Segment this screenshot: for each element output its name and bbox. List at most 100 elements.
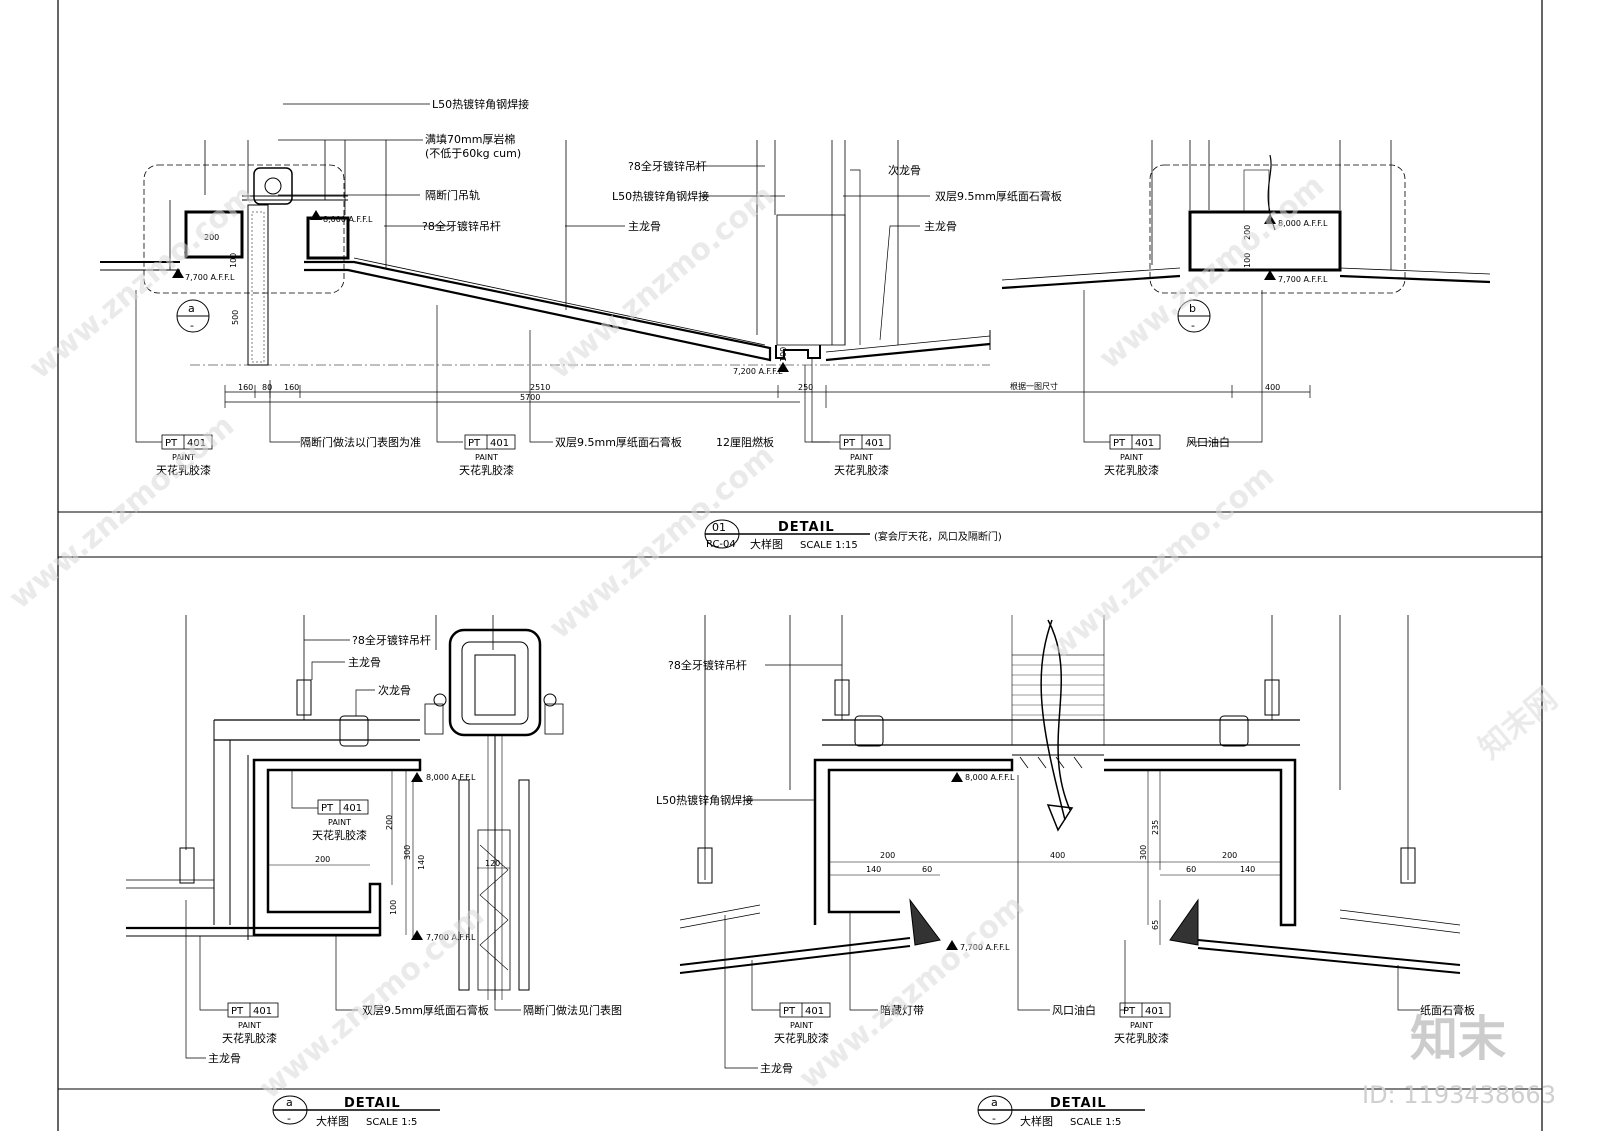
- label-gypsum-double-2: 双层9.5mm厚纸面石膏板: [555, 435, 682, 449]
- label-rockwool: 满填70mm厚岩棉: [425, 132, 515, 146]
- paint-tag: PT 401 PAINT 天花乳胶漆: [156, 434, 213, 477]
- a2-label-rod: ?8全牙镀锌吊杆: [668, 658, 747, 672]
- paint-tag: PT 401 PAINT 天花乳胶漆: [1114, 1002, 1171, 1045]
- a2-paint-tags: PT 401 PAINT 天花乳胶漆 PT 401 PAINT 天花乳胶漆: [774, 1002, 1171, 1045]
- svg-text:PT: PT: [231, 1006, 244, 1017]
- a1-dim-140: 140: [417, 855, 426, 870]
- label-rod: ?8全牙镀锌吊杆: [422, 219, 501, 233]
- watermark-brand: 知末网: [1473, 681, 1564, 766]
- label-main-keel-2: 主龙骨: [924, 220, 957, 233]
- a1-title-block: a - DETAIL 大样图 SCALE 1:5: [272, 1095, 440, 1128]
- a2-label-main-keel: 主龙骨: [760, 1062, 793, 1075]
- paint-tag: PT 401 PAINT 天花乳胶漆: [459, 434, 516, 477]
- level-8000: 8,000 A.F.F.L: [323, 215, 373, 224]
- watermarks: www.znzmo.com www.znzmo.com www.znzmo.co…: [3, 168, 1564, 1106]
- a1-level-7700: 7,700 A.F.F.L: [426, 933, 476, 942]
- a1-scale: SCALE 1:5: [366, 1117, 417, 1128]
- dim-500: 500: [231, 310, 240, 325]
- top-section-geometry: [100, 103, 1491, 443]
- a2-tag-dash: -: [992, 1112, 996, 1125]
- a1-subtitle: 大样图: [316, 1114, 349, 1128]
- a2-dim-200b: 200: [1222, 851, 1237, 860]
- detail-subtitle: 大样图: [750, 537, 783, 551]
- callout-a-dash: -: [190, 319, 194, 332]
- svg-text:PAINT: PAINT: [1130, 1021, 1153, 1030]
- svg-text:401: 401: [187, 438, 206, 449]
- detail-a2-geometry: [679, 615, 1461, 1069]
- level-7200: 7,200 A.F.F.L: [733, 367, 783, 376]
- detail-a1-geometry: [126, 615, 564, 1059]
- top-title-block: 01 RC-04 DETAIL 大样图 SCALE 1:15 (宴会厅天花，风口…: [704, 519, 1002, 551]
- svg-text:PAINT: PAINT: [475, 453, 498, 462]
- a2-dim-60a: 60: [922, 865, 932, 874]
- a2-dim-200a: 200: [880, 851, 895, 860]
- label-secondary-keel: 次龙骨: [888, 163, 921, 177]
- dim-200: 200: [204, 233, 219, 242]
- a1-tag: a: [286, 1096, 293, 1109]
- a1-dim-200: 200: [385, 815, 394, 830]
- a1-dim-100: 100: [389, 900, 398, 915]
- svg-text:PT: PT: [1123, 1006, 1136, 1017]
- svg-text:PT: PT: [1113, 438, 1126, 449]
- svg-text:401: 401: [1145, 1006, 1164, 1017]
- label-l50-weld-2: L50热镀锌角钢焊接: [612, 189, 709, 203]
- a1-dim-120: 120: [485, 859, 500, 868]
- a1-label-gypsum: 双层9.5mm厚纸面石膏板: [362, 1003, 489, 1017]
- a2-tag: a: [991, 1096, 998, 1109]
- dim-200b: 200: [1243, 225, 1252, 240]
- detail-title: DETAIL: [778, 520, 835, 535]
- callout-b: b: [1189, 302, 1196, 315]
- a2-dim-400: 400: [1050, 851, 1065, 860]
- paint-tag: PT 401 PAINT 天花乳胶漆: [312, 799, 369, 842]
- watermark-logo-block: 知末 ID: 1193438663: [1362, 1011, 1556, 1109]
- svg-text:PAINT: PAINT: [1120, 453, 1143, 462]
- a1-label-main-keel-bottom: 主龙骨: [208, 1052, 241, 1065]
- a2-dim-235: 235: [1151, 820, 1160, 835]
- a2-dim-140b: 140: [1240, 865, 1255, 874]
- label-l50-weld: L50热镀锌角钢焊接: [432, 97, 529, 111]
- label-main-keel: 主龙骨: [628, 220, 661, 233]
- svg-text:PT: PT: [321, 803, 334, 814]
- a1-label-door-note: 隔断门做法见门表图: [523, 1003, 622, 1017]
- detail-tag-number: 01: [712, 521, 726, 534]
- a2-scale: SCALE 1:5: [1070, 1117, 1121, 1128]
- dim-250: 250: [798, 383, 813, 392]
- a1-dim-300: 300: [403, 845, 412, 860]
- dim-2510: 2510: [530, 383, 550, 392]
- svg-text:PAINT: PAINT: [238, 1021, 261, 1030]
- label-gypsum-double: 双层9.5mm厚纸面石膏板: [935, 189, 1062, 203]
- a1-label-main-keel: 主龙骨: [348, 656, 381, 669]
- a2-level-8000: 8,000 A.F.F.L: [965, 773, 1015, 782]
- svg-text:PT: PT: [165, 438, 178, 449]
- dim-100b: 100: [779, 347, 788, 362]
- watermark-text: www.znzmo.com: [253, 898, 491, 1106]
- svg-text:PAINT: PAINT: [328, 818, 351, 827]
- level-8000-b: 8,000 A.F.F.L: [1278, 219, 1328, 228]
- detail-a2-labels: ?8全牙镀锌吊杆 L50热镀锌角钢焊接 暗藏灯带 风口油白 纸面石膏板 主龙骨 …: [656, 658, 1475, 1075]
- paint-tag: PT 401 PAINT 天花乳胶漆: [834, 434, 891, 477]
- a2-label-hidden-light: 暗藏灯带: [880, 1003, 924, 1017]
- label-door-track: 隔断门吊轨: [425, 188, 480, 202]
- svg-text:401: 401: [490, 438, 509, 449]
- a1-tag-dash: -: [287, 1112, 291, 1125]
- a2-label-gypsum: 纸面石膏板: [1420, 1003, 1475, 1017]
- svg-text:PT: PT: [468, 438, 481, 449]
- svg-text:PAINT: PAINT: [850, 453, 873, 462]
- a2-dim-60b: 60: [1186, 865, 1196, 874]
- a1-label-secondary-keel: 次龙骨: [378, 683, 411, 697]
- svg-text:401: 401: [865, 438, 884, 449]
- watermark-text: www.znzmo.com: [1093, 168, 1331, 376]
- svg-text:天花乳胶漆: 天花乳胶漆: [1114, 1031, 1169, 1045]
- dim-100: 100: [229, 253, 238, 268]
- svg-text:PAINT: PAINT: [790, 1021, 813, 1030]
- watermark-logo: 知末: [1410, 1011, 1506, 1067]
- paint-tag: PT 401 PAINT 天花乳胶漆: [774, 1002, 831, 1045]
- svg-text:401: 401: [805, 1006, 824, 1017]
- svg-text:PT: PT: [783, 1006, 796, 1017]
- level-7700-b: 7,700 A.F.F.L: [1278, 275, 1328, 284]
- detail-a1-labels: ?8全牙镀锌吊杆 主龙骨 次龙骨 双层9.5mm厚纸面石膏板 隔断门做法见门表图…: [208, 633, 622, 1065]
- label-rockwool-spec: (不低于60kg cum): [425, 147, 521, 160]
- a2-subtitle: 大样图: [1020, 1114, 1053, 1128]
